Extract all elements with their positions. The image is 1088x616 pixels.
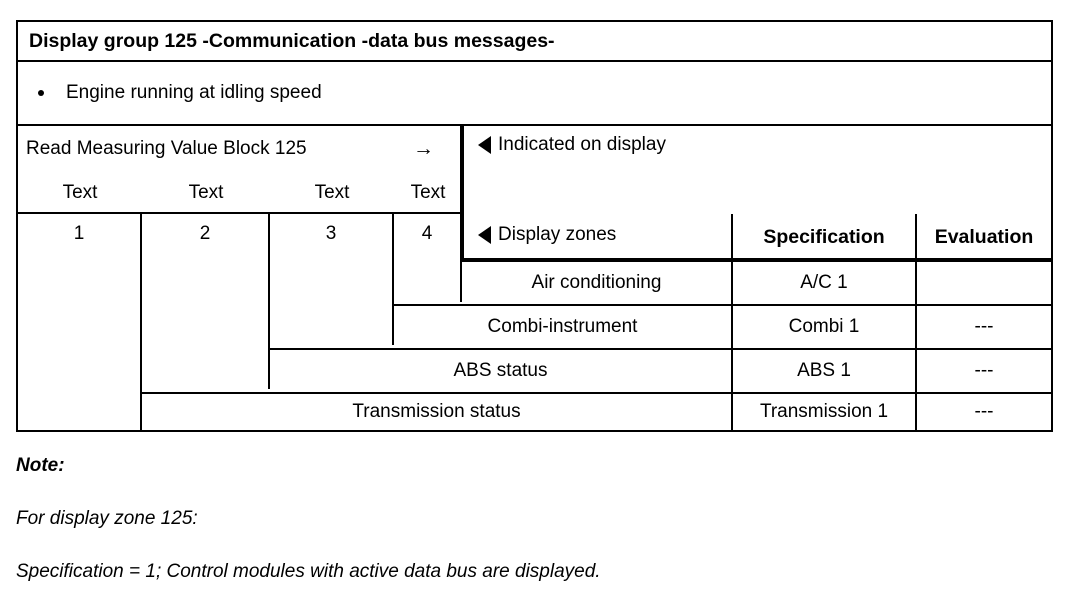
zone-label-4: Transmission status — [352, 401, 521, 422]
table-row: Combi-instrument — [394, 304, 731, 348]
indicated-on-display-panel: Indicated on display Display zones — [462, 126, 1051, 260]
left-triangle-icon — [478, 136, 491, 154]
bullet-dot-icon — [38, 90, 44, 96]
spec-value-2: Combi 1 — [731, 304, 915, 348]
display-zones-header-row: Display zones — [478, 224, 616, 246]
spec-value-4: Transmission 1 — [731, 392, 915, 430]
eval-value-4: --- — [915, 392, 1051, 430]
condition-text: Engine running at idling speed — [66, 82, 322, 103]
indicated-on-display-label-row: Indicated on display — [478, 134, 666, 156]
field-number-3: 3 — [270, 214, 394, 345]
eval-value-3: --- — [915, 348, 1051, 392]
specification-header: Specification — [731, 214, 915, 260]
note-heading: Note: — [16, 455, 65, 476]
table-row: Transmission status — [142, 392, 731, 430]
read-measuring-block: Read Measuring Value Block 125 → Text Te… — [18, 126, 462, 214]
right-arrow-icon: → — [413, 137, 434, 160]
spec-value-3: ABS 1 — [731, 348, 915, 392]
text-label-3: Text — [314, 182, 350, 203]
table-title: Display group 125 -Communication -data b… — [18, 22, 1051, 62]
table-row: Air conditioning — [462, 260, 731, 304]
spec-value-1: A/C 1 — [731, 260, 915, 304]
text-label-4: Text — [410, 182, 446, 203]
read-block-label: Read Measuring Value Block 125 — [26, 138, 307, 159]
text-label-row: Text Text Text Text — [18, 172, 462, 214]
evaluation-header: Evaluation — [915, 214, 1051, 260]
zone-label-2: Combi-instrument — [487, 316, 638, 337]
condition-row: Engine running at idling speed — [18, 62, 1051, 126]
note-line-1: For display zone 125: — [16, 508, 198, 529]
table-row: ABS status — [270, 348, 731, 392]
text-label-1: Text — [62, 182, 98, 203]
eval-value-1 — [915, 260, 1051, 304]
indicated-on-display-label: Indicated on display — [498, 134, 666, 155]
left-triangle-icon — [478, 226, 491, 244]
zone-label-1: Air conditioning — [531, 272, 662, 293]
text-label-2: Text — [188, 182, 224, 203]
note-block: Note: For display zone 125: Specificatio… — [16, 455, 1016, 583]
field-number-1: 1 — [18, 214, 142, 432]
eval-value-2: --- — [915, 304, 1051, 348]
field-number-2: 2 — [142, 214, 270, 389]
zone-label-3: ABS status — [453, 360, 548, 381]
note-line-2: Specification = 1; Control modules with … — [16, 561, 601, 582]
display-zones-header: Display zones — [498, 224, 617, 245]
field-number-4: 4 — [394, 214, 462, 302]
diagnostic-table: Display group 125 -Communication -data b… — [16, 20, 1053, 432]
